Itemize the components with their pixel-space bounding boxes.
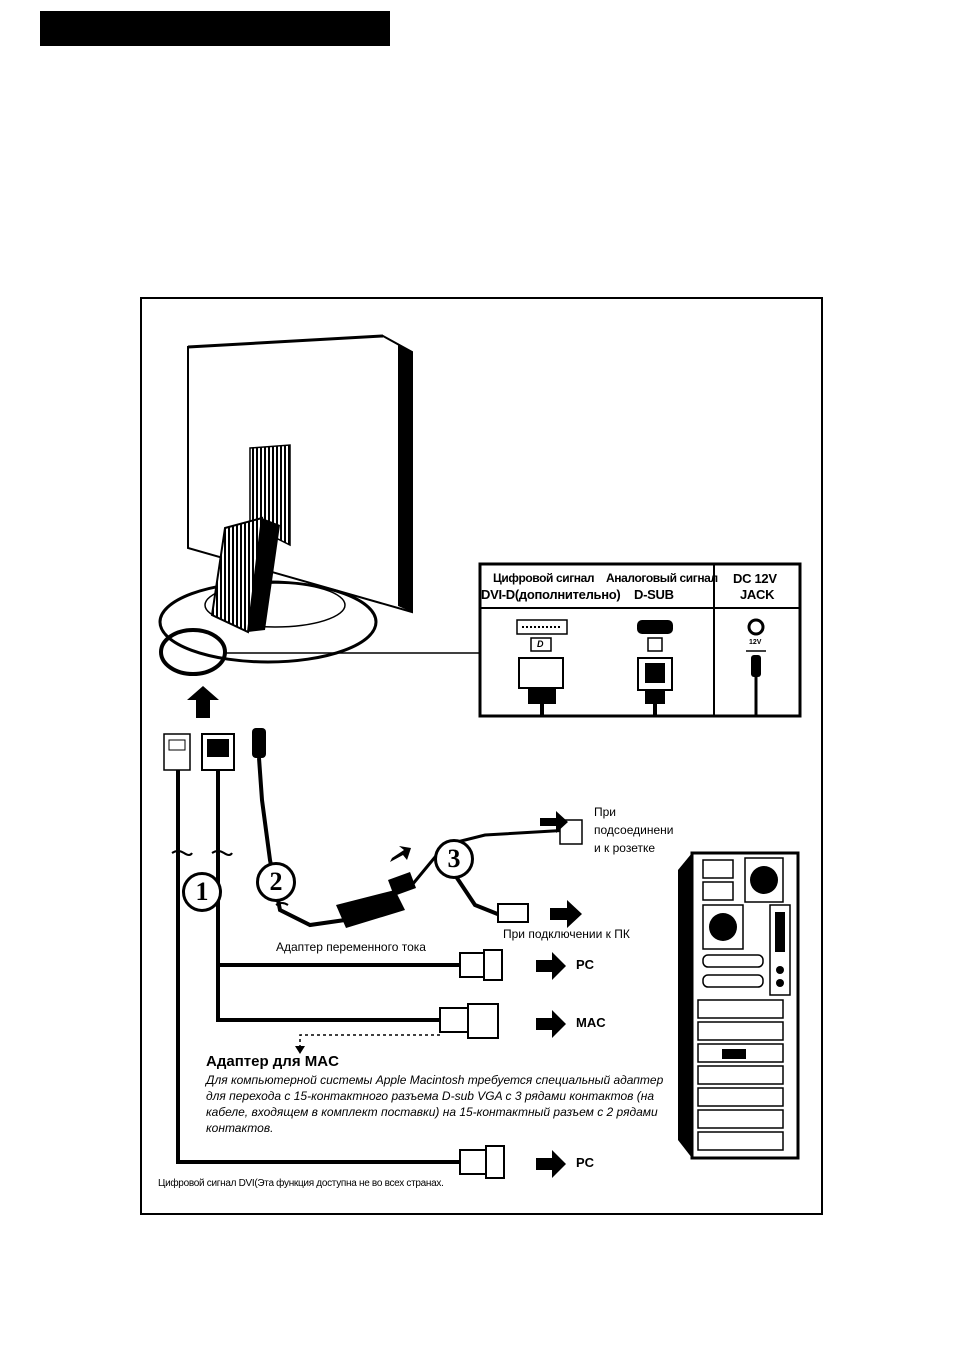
connector-panel xyxy=(478,562,802,718)
monitor-illustration xyxy=(158,334,480,676)
cable-plugs xyxy=(163,728,266,771)
dvi-symbol: D xyxy=(537,639,544,649)
mac-adapter-title: Адаптер для MAC xyxy=(206,1053,339,1070)
mac-adapter-description: Для компьютерной системы Apple Macintosh… xyxy=(206,1073,664,1135)
up-arrow-icon xyxy=(187,686,219,718)
output-pc-1: PC xyxy=(576,957,595,972)
header-bar xyxy=(40,11,390,46)
step-badge-2: 2 xyxy=(256,862,296,902)
diagram-frame xyxy=(140,297,823,1215)
pc-plugs xyxy=(439,903,529,1179)
pc-tower-illustration xyxy=(678,851,800,1160)
outlet-label-line2: подсоединени xyxy=(594,823,674,837)
dc-header: DC 12V xyxy=(733,571,777,586)
step-badge-3: 3 xyxy=(434,839,474,879)
step-badge-1: 1 xyxy=(182,872,222,912)
output-mac: MAC xyxy=(576,1015,606,1030)
outlet-label-line1: При xyxy=(594,805,617,819)
outlet-label-line3: и к розетке xyxy=(594,841,656,855)
dvi-header: Цифровой сигнал xyxy=(493,571,595,585)
footer-note: Цифровой сигнал DVI(Эта функция доступна… xyxy=(158,1178,444,1189)
dc-voltage-label: 12V xyxy=(749,639,762,646)
dsub-header: Аналоговый сигнал xyxy=(606,571,718,585)
ac-adapter-brick xyxy=(336,890,405,928)
dc-subheader: JACK xyxy=(740,587,775,602)
dvi-subheader: DVI-D(дополнительно) xyxy=(481,587,621,602)
dsub-subheader: D-SUB xyxy=(634,587,674,602)
right-arrows xyxy=(536,811,582,1178)
output-pc-2: PC xyxy=(576,1155,595,1170)
ac-adapter-label: Адаптер переменного тока xyxy=(276,940,426,954)
pc-connect-label: При подключении к ПК xyxy=(503,927,630,941)
wall-outlet xyxy=(559,819,583,845)
